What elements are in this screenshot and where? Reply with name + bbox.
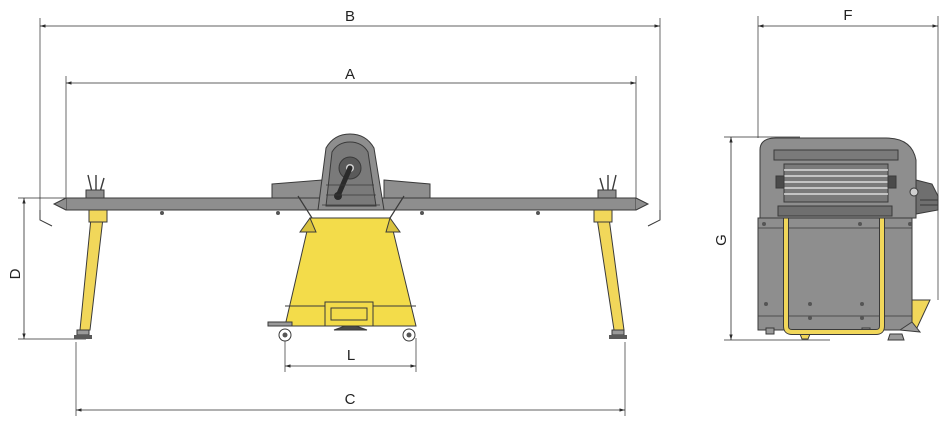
label-f: F xyxy=(843,7,852,24)
dimension-a: A xyxy=(65,66,637,200)
foot-pedal xyxy=(333,325,368,331)
side-head-housing xyxy=(759,137,939,219)
label-g: G xyxy=(713,234,730,246)
leg-left xyxy=(74,209,108,339)
hopper-wings xyxy=(271,179,431,219)
dimension-b: B xyxy=(39,8,661,210)
service-hatch xyxy=(324,301,374,327)
dimension-g: G xyxy=(713,136,830,341)
label-c: C xyxy=(345,391,356,408)
side-u-frame xyxy=(783,216,885,335)
scraper-arm-left xyxy=(85,174,105,199)
pedal-left xyxy=(267,321,293,327)
dimension-f: F xyxy=(757,7,939,300)
scraper-arm-right xyxy=(597,174,617,199)
roller-head xyxy=(317,133,385,211)
label-l: L xyxy=(347,347,355,364)
side-view: F G xyxy=(713,7,939,341)
dimension-l: L xyxy=(284,338,417,372)
front-view: B A D L C xyxy=(7,8,661,416)
side-handwheel xyxy=(915,179,939,215)
base-stand xyxy=(267,216,417,342)
label-d: D xyxy=(7,268,24,279)
dimension-c: C xyxy=(75,342,626,416)
label-a: A xyxy=(345,66,355,83)
leg-right xyxy=(593,209,627,339)
adjustment-lever xyxy=(335,165,353,199)
label-b: B xyxy=(345,8,355,25)
